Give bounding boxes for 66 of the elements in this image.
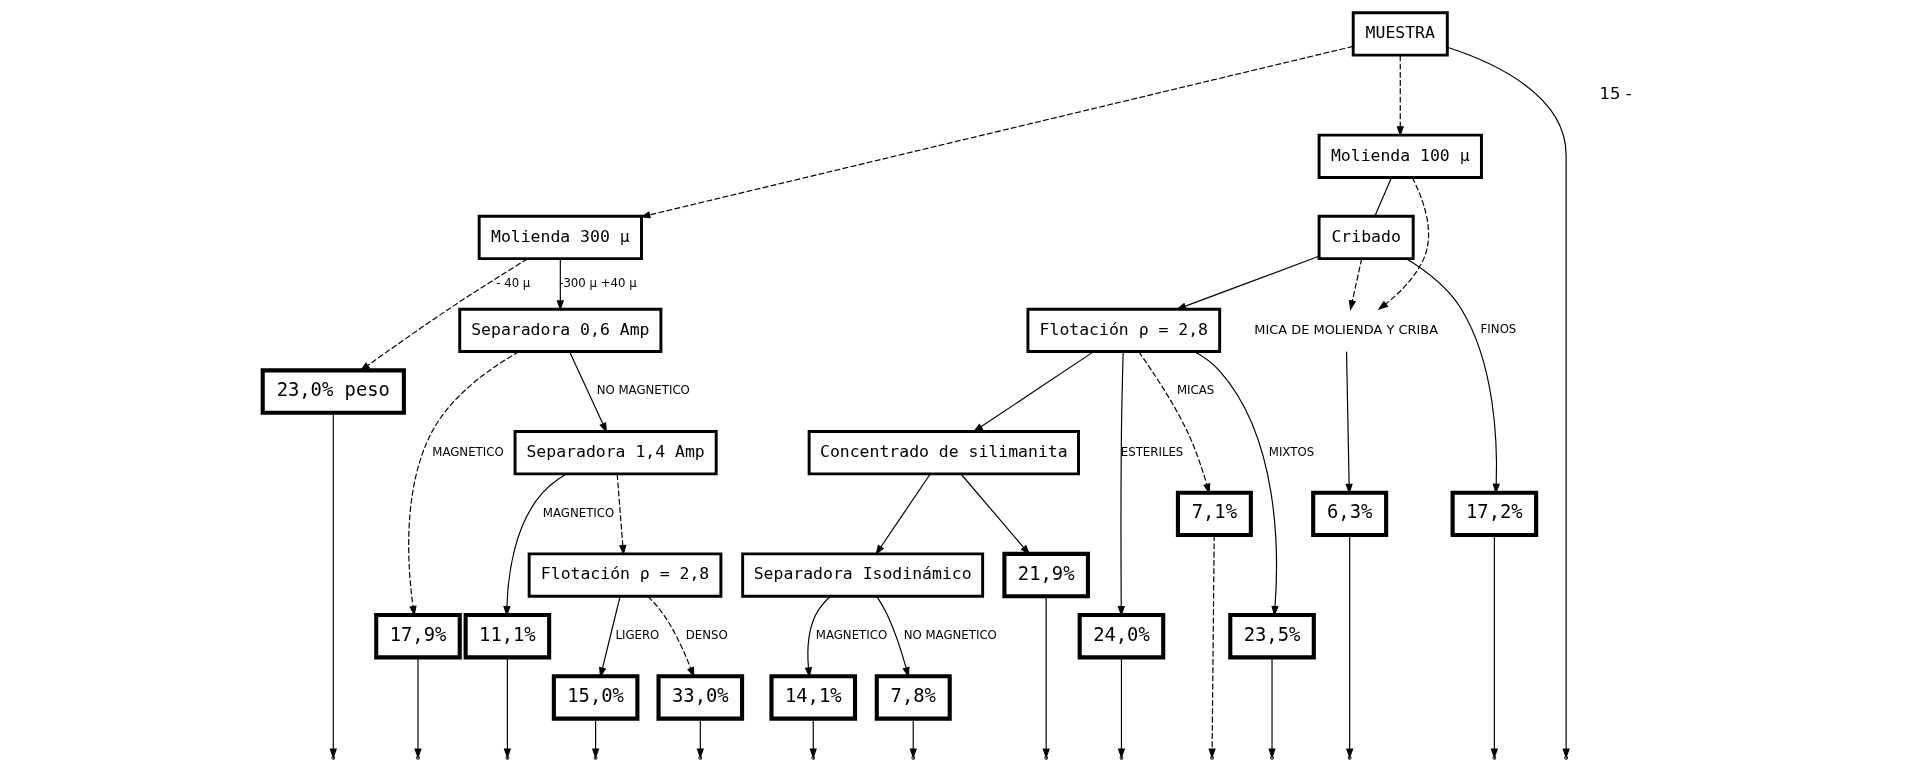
arrow [972,351,1095,433]
arrow [329,412,337,760]
node-box: 17,2% [1450,490,1539,538]
arrow [1042,595,1050,760]
arrow [1490,534,1499,760]
node-box: 7,1% [1175,490,1253,538]
arrow [1348,258,1363,311]
edge-label: - 40 µ [496,275,531,290]
node-text: MICA DE MOLIENDA Y CRIBA [1254,321,1439,337]
edge-label: MIXTOS [1268,444,1315,459]
arrow [1208,534,1216,760]
node-box: Cribado [1317,214,1415,261]
edge-label: FINOS [1480,322,1517,337]
arrow [1396,54,1404,137]
edge-label: DENSO [685,628,728,643]
node-box: Flotación ρ = 2,8 [1026,307,1222,354]
arrow [1446,46,1570,760]
arrow [1175,255,1320,310]
arrow [414,657,422,759]
node-box: Separadora Isodinámico [741,552,985,598]
arrow [616,473,627,556]
node-box: Separadora 0,6 Amp [458,307,663,354]
node-box: 24,0% [1077,613,1166,660]
edge-label: MAGNETICO [815,628,888,643]
node-box: 23,5% [1228,613,1316,660]
edge-label: MICAS [1176,383,1215,398]
arrow [696,718,705,760]
arrow [639,45,1354,219]
node-box: 6,3% [1311,490,1389,538]
arrow [804,595,831,678]
edge-label: LIGERO [615,628,660,643]
node-box: 23,0% peso [260,368,406,415]
node-box: 17,9% [374,613,462,660]
arrow [599,596,621,678]
node-box: 7,8% [874,674,952,721]
node-box: MUESTRA [1351,11,1449,57]
node-box: 14,1% [769,674,858,721]
edge-label: ESTERILES [1120,444,1184,459]
arrow [876,596,910,678]
node-box: Molienda 300 µ [477,214,643,261]
arrow [591,718,600,760]
edge-label: NO MAGNETICO [596,383,690,398]
node-box: Flotación ρ = 2,8 [527,552,723,598]
node-box: 21,9% [1002,551,1090,599]
arrow [1345,534,1354,760]
node-box: Separadora 1,4 Amp [513,430,718,476]
arrow [809,718,817,760]
arrow [1377,176,1430,311]
edge-label: MAGNETICO [432,444,504,459]
arrow [1117,657,1126,759]
node-box: 33,0% [656,674,745,721]
connector [1374,177,1393,217]
arrow [556,258,565,311]
label: 15 - [1599,84,1632,104]
arrow [909,718,917,760]
arrow [875,473,931,556]
node-box: 15,0% [551,674,640,721]
node-box: 11,1% [463,613,552,660]
arrow [647,595,695,678]
edge-label: NO MAGNETICO [903,628,997,643]
arrow [359,258,528,372]
edge-label: MAGNETICO [542,505,615,520]
node-box: Concentrado de silimanita [807,430,1080,476]
node-box: Molienda 100 µ [1317,133,1483,179]
arrow [503,657,512,759]
arrow [1268,657,1276,759]
